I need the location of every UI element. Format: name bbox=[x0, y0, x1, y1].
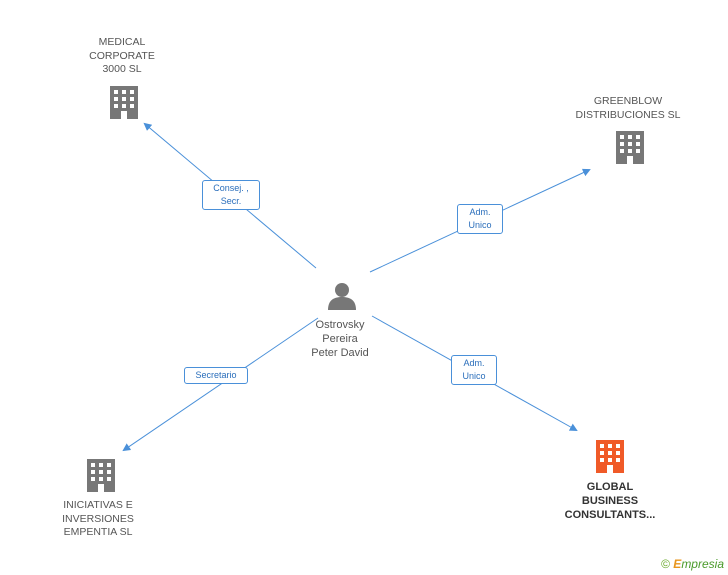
edge-label-greenblow[interactable]: Adm. Unico bbox=[457, 204, 503, 234]
label-line: Secr. bbox=[220, 196, 242, 206]
building-icon[interactable] bbox=[110, 86, 138, 119]
person-label[interactable]: Ostrovsky Pereira Peter David bbox=[290, 318, 390, 360]
copyright-symbol: © bbox=[661, 557, 670, 571]
edge-line-iniciativas bbox=[122, 317, 319, 452]
label-line: CONSULTANTS... bbox=[564, 509, 656, 521]
label-line: CORPORATE bbox=[89, 49, 155, 62]
label-line: INVERSIONES bbox=[62, 512, 134, 525]
company-label-global[interactable]: GLOBAL BUSINESS CONSULTANTS... bbox=[552, 480, 668, 522]
label-line: Peter David bbox=[311, 347, 369, 359]
label-line: EMPENTIA SL bbox=[63, 526, 133, 538]
building-icon[interactable] bbox=[616, 131, 644, 164]
label-line: Secretario bbox=[195, 370, 237, 380]
label-line: DISTRIBUCIONES SL bbox=[575, 108, 681, 121]
label-line: Unico bbox=[468, 220, 492, 230]
edge-label-medical[interactable]: Consej. , Secr. bbox=[202, 180, 260, 210]
person-icon[interactable] bbox=[328, 283, 356, 310]
label-line: Adm. bbox=[469, 207, 491, 217]
label-line: 3000 SL bbox=[102, 63, 142, 75]
label-line: Pereira bbox=[322, 333, 358, 345]
edge-label-iniciativas[interactable]: Secretario bbox=[184, 367, 248, 384]
company-label-greenblow[interactable]: GREENBLOW DISTRIBUCIONES SL bbox=[568, 95, 688, 122]
building-icon[interactable] bbox=[87, 459, 115, 492]
label-line: GREENBLOW bbox=[593, 95, 663, 107]
company-label-iniciativas[interactable]: INICIATIVAS E INVERSIONES EMPENTIA SL bbox=[48, 499, 148, 540]
label-line: Unico bbox=[462, 371, 486, 381]
company-label-medical[interactable]: MEDICAL CORPORATE 3000 SL bbox=[72, 36, 172, 77]
empresia-watermark: © Empresia bbox=[661, 557, 724, 571]
label-line: INICIATIVAS E bbox=[63, 499, 133, 511]
label-line: Ostrovsky bbox=[315, 319, 365, 331]
main-building-icon[interactable] bbox=[596, 440, 624, 473]
label-line: MEDICAL bbox=[98, 36, 146, 48]
edge-label-global[interactable]: Adm. Unico bbox=[451, 355, 497, 385]
label-line: Consej. , bbox=[213, 183, 249, 193]
label-line: Adm. bbox=[463, 358, 485, 368]
label-line: BUSINESS bbox=[581, 495, 639, 507]
brand-initial: E bbox=[673, 557, 682, 571]
brand-name: mpresia bbox=[681, 557, 724, 571]
label-line: GLOBAL bbox=[586, 481, 634, 493]
